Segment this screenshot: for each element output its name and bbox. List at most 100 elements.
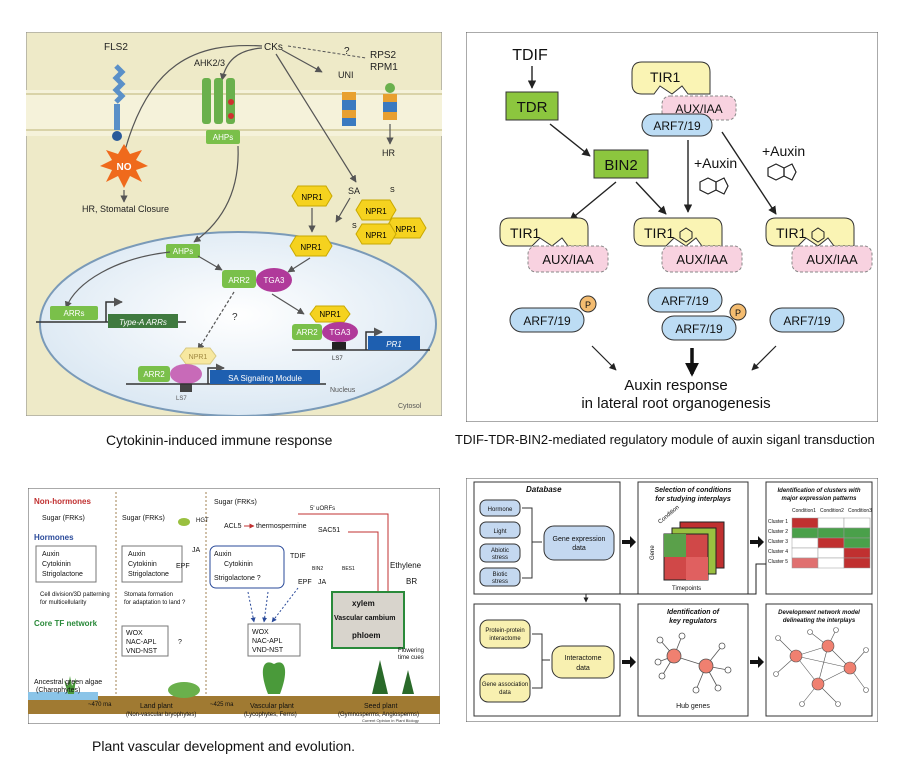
nucleus-shape bbox=[39, 231, 437, 417]
arf-right-shape bbox=[769, 307, 845, 333]
cytokinin-label-2: Cytokinin bbox=[128, 561, 157, 568]
tdif-label: TDIF bbox=[512, 47, 548, 64]
auxin-signaling-diagram: TDIF TDR BIN2 TIR1 AUX/IAA ARF7/19 +Auxi… bbox=[465, 31, 879, 423]
land-plant-sub-label: (Non-vascular bryophytes) bbox=[126, 712, 196, 718]
non-hormones-label: Non-hormones bbox=[34, 497, 91, 506]
hr-closure-label: HR, Stomatal Closure bbox=[82, 204, 169, 214]
sac51-label: SAC51 bbox=[318, 527, 340, 534]
cks-label: CKs bbox=[264, 42, 283, 53]
seed-plant-sub-label: (Gymnosperms, Angiosperms) bbox=[338, 712, 419, 718]
rpm1-label: RPM1 bbox=[370, 62, 398, 73]
ethylene-label: Ethylene bbox=[390, 561, 422, 570]
svg-text:S: S bbox=[352, 223, 357, 230]
stomata-label: Stomata formation bbox=[124, 592, 173, 598]
tdr-box bbox=[505, 91, 559, 121]
arf-mid2-label: ARF7/19 bbox=[675, 322, 723, 336]
caption-cytokinin: Cytokinin-induced immune response bbox=[106, 432, 333, 448]
sugar-label-2: Sugar (FRKs) bbox=[122, 515, 165, 522]
seed-plant-label: Seed plant bbox=[364, 703, 398, 710]
epf-label-1: EPF bbox=[176, 563, 190, 570]
tga3-label: TGA3 bbox=[264, 276, 285, 285]
question-label: ? bbox=[344, 46, 350, 57]
hr-label: HR bbox=[382, 148, 395, 158]
auxin-label-1: Auxin bbox=[42, 551, 60, 558]
npr1-monomer bbox=[289, 235, 333, 257]
selection-title-2: for studying interplays bbox=[655, 496, 731, 503]
arr2-pr1-label: ARR2 bbox=[296, 328, 318, 337]
auxin-molecule-right-icon bbox=[767, 163, 797, 181]
heatmap-stack-icon bbox=[663, 521, 725, 581]
tir1-complex-middle: TIR1 AUX/IAA bbox=[633, 217, 743, 273]
dense-network-icon bbox=[773, 627, 869, 707]
vascular-evolution-diagram: Non-hormones Sugar (FRKs) Hormones Auxin… bbox=[27, 487, 441, 725]
ma425-label: ~425 ma bbox=[210, 702, 234, 708]
arf-mid1-label: ARF7/19 bbox=[661, 294, 709, 308]
network-title-2: delineating the interplays bbox=[783, 618, 856, 624]
xylem-label: xylem bbox=[352, 599, 375, 608]
arr2-box bbox=[222, 270, 256, 288]
type-a-label: Type-A ARRs bbox=[119, 318, 167, 327]
svg-text:AUX/IAA: AUX/IAA bbox=[806, 252, 858, 267]
ls7-pr1-label: LS7 bbox=[332, 356, 343, 362]
water-band bbox=[28, 692, 98, 700]
sugar-label-3: Sugar (FRKs) bbox=[214, 499, 257, 506]
bin2-label-3: BIN2 bbox=[312, 566, 323, 572]
biotic-stress-label: stress bbox=[492, 579, 508, 585]
svg-text:AUX/IAA: AUX/IAA bbox=[676, 252, 728, 267]
cluster-3-label: Cluster 3 bbox=[768, 539, 788, 545]
light-label: Light bbox=[493, 529, 506, 535]
thermospermine-label: thermospermine bbox=[256, 523, 307, 530]
wox-label-2: WOX bbox=[252, 629, 269, 636]
rps2-receptor bbox=[383, 83, 397, 145]
interactome-data-label: data bbox=[576, 665, 590, 672]
core-tf-label: Core TF network bbox=[34, 619, 98, 628]
cytosol-label: Cytosol bbox=[398, 403, 422, 410]
phloem-label: phloem bbox=[352, 631, 380, 640]
interactome-label: Interactome bbox=[565, 655, 602, 662]
ahps-nuclear-label: AHPs bbox=[173, 247, 193, 256]
panel-cytokinin-immune: FLS2 CKs ? RPS2 RPM1 AHK2/3 AHPs UNI HR … bbox=[25, 31, 443, 417]
bacteria-icon bbox=[178, 518, 190, 526]
svg-text:NPR1: NPR1 bbox=[365, 231, 387, 240]
nac-label-2: NAC-APL bbox=[252, 638, 282, 645]
panel-network-pipeline: Database Hormone Light Abiotic stress Bi… bbox=[465, 477, 879, 723]
interactome-cylinder bbox=[551, 645, 615, 679]
type-a-gene-box bbox=[108, 314, 178, 328]
tdr-label: TDR bbox=[517, 99, 548, 116]
tree-icon bbox=[372, 660, 414, 694]
nucleus-label: Nucleus bbox=[330, 387, 356, 394]
flow-arrow-4-icon bbox=[750, 656, 764, 668]
condition1-label: Condition1 bbox=[792, 508, 816, 514]
tir1-complex-left: TIR1 AUX/IAA bbox=[499, 217, 609, 273]
selection-box bbox=[637, 481, 749, 595]
ma470-label: ~470 ma bbox=[88, 702, 112, 708]
auxin-molecule-left-icon bbox=[699, 177, 729, 195]
svg-text:S: S bbox=[390, 187, 395, 194]
selection-title-1: Selection of conditions bbox=[654, 487, 731, 494]
abiotic-label: Abiotic bbox=[491, 548, 509, 554]
ja-label-1: JA bbox=[192, 547, 201, 554]
caption-vascular: Plant vascular development and evolution… bbox=[92, 738, 356, 754]
ahps-box bbox=[206, 130, 240, 144]
hub-genes-label: Hub genes bbox=[676, 703, 710, 710]
vnd-label-1: VND-NST bbox=[126, 648, 158, 655]
gad-cylinder bbox=[479, 673, 531, 703]
hub-network-icon bbox=[654, 632, 732, 694]
charophytes-label: (Charophytes) bbox=[36, 687, 80, 694]
gene-expression-cylinder bbox=[543, 525, 615, 561]
epf-label-2: EPF bbox=[298, 579, 312, 586]
fls2-receptor bbox=[112, 64, 126, 141]
strigolactone-label-3: Strigolactone ? bbox=[214, 575, 261, 582]
credit-label: Current Opinion in Plant Biology bbox=[362, 718, 419, 723]
gad-label-2: data bbox=[499, 690, 511, 696]
moss-icon bbox=[168, 682, 200, 698]
algae-label: Ancestral green algae bbox=[34, 679, 102, 686]
tga3-pr1-label: TGA3 bbox=[330, 328, 351, 337]
plus-auxin-left-label: +Auxin bbox=[694, 155, 737, 171]
cambium-label: Vascular cambium bbox=[334, 615, 395, 622]
arr2-label: ARR2 bbox=[228, 276, 250, 285]
cytokinin-label-1: Cytokinin bbox=[42, 561, 71, 568]
arf-top-shape bbox=[641, 113, 713, 137]
arf-left-label: ARF7/19 bbox=[523, 314, 571, 328]
flow-arrow-1-icon bbox=[622, 536, 636, 548]
